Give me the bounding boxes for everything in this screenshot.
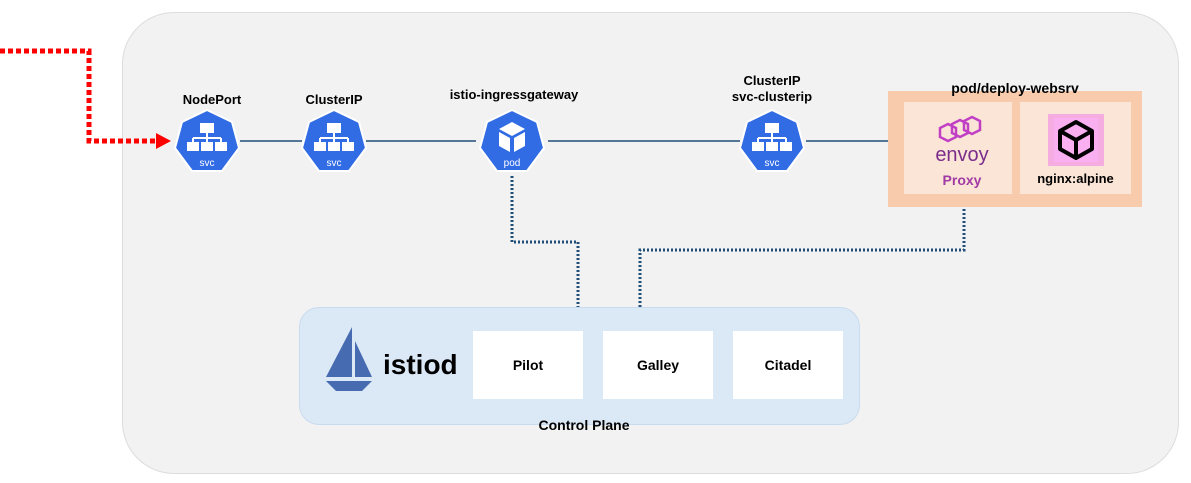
clusterip-icon-text: svc — [326, 158, 342, 169]
ingressgateway-icon-text: pod — [503, 158, 521, 169]
clusterip-label: ClusterIP — [305, 92, 363, 107]
external-traffic-arrow — [0, 48, 158, 144]
control-plane-label: Control Plane — [538, 417, 630, 433]
link-proxy-controlplane — [638, 193, 966, 308]
proxy-label: Proxy — [942, 172, 982, 188]
envoy-logo-icon — [938, 115, 982, 143]
nodeport-icon-text: svc — [199, 158, 215, 169]
component-pilot[interactable]: Pilot — [473, 331, 583, 399]
ingressgateway-pod-icon[interactable] — [476, 107, 548, 179]
link-ingress-controlplane — [510, 176, 580, 308]
external-traffic-arrowhead — [156, 133, 171, 149]
nginx-container-icon — [1048, 114, 1104, 166]
istiod-title: istiod — [383, 349, 458, 380]
nodeport-label: NodePort — [182, 92, 242, 107]
svc-clusterip-name-label: svc-clusterip — [731, 89, 813, 104]
svc-clusterip-icon-text: svc — [764, 158, 780, 169]
component-galley[interactable]: Galley — [603, 331, 713, 399]
nginx-label: nginx:alpine — [1037, 171, 1114, 186]
component-citadel[interactable]: Citadel — [733, 331, 843, 399]
ingressgateway-label: istio-ingressgateway — [449, 87, 579, 102]
clusterip-svc-icon[interactable] — [298, 107, 370, 179]
envoy-brand: envoy — [935, 144, 989, 166]
nodeport-svc-icon[interactable] — [171, 107, 243, 179]
proxy-container[interactable] — [904, 102, 1012, 194]
svc-clusterip-type-label: ClusterIP — [743, 73, 801, 88]
istio-sail-logo-icon — [326, 327, 372, 391]
pod-title: pod/deploy-websrv — [951, 80, 1079, 96]
svc-clusterip-svc-icon[interactable] — [736, 107, 808, 179]
